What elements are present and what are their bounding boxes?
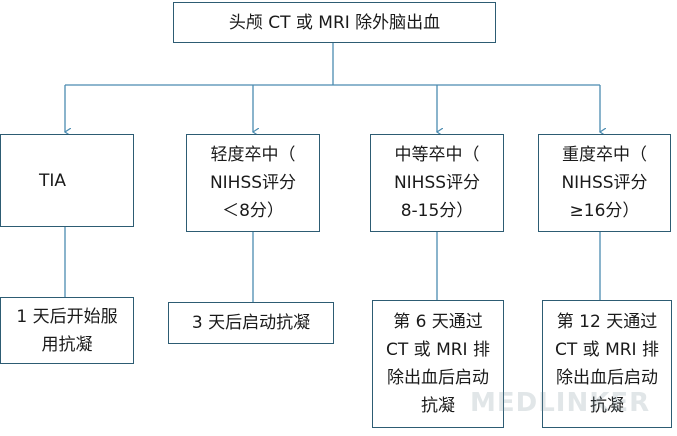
category-mild-box: 轻度卒中（ NIHSS评分 ＜8分） <box>186 134 320 232</box>
outcome-severe-line-4: 抗凝 <box>590 396 624 416</box>
outcome-moderate-line-3: 除出血后启动 <box>387 368 489 388</box>
watermark-logo: MEDLINKER <box>470 388 650 418</box>
category-severe-line-3: ≥16分） <box>569 201 640 221</box>
outcome-tia-line-1: 1 天后开始服 <box>16 306 118 327</box>
outcome-moderate-line-1: 第 6 天通过 <box>393 312 483 332</box>
outcome-severe-line-3: 除出血后启动 <box>556 368 658 388</box>
category-severe-line-1: 重度卒中（ <box>561 145 647 165</box>
category-severe-box: 重度卒中（ NIHSS评分 ≥16分） <box>538 134 671 232</box>
category-moderate-line-2: NIHSS评分 <box>393 173 481 193</box>
outcome-severe-box: 第 12 天通过 CT 或 MRI 排 除出血后启动 抗凝 <box>542 300 672 428</box>
watermark-text: MEDLINKER <box>470 388 651 418</box>
category-moderate-line-1: 中等卒中（ <box>394 145 480 165</box>
outcome-tia-box: 1 天后开始服 用抗凝 <box>0 297 134 364</box>
category-severe-line-2: NIHSS评分 <box>561 173 648 193</box>
outcome-moderate-box: 第 6 天通过 CT 或 MRI 排 除出血后启动 抗凝 <box>372 300 504 428</box>
root-label: 头颅 CT 或 MRI 除外脑出血 <box>228 12 441 33</box>
category-tia-line-1: TIA <box>39 170 67 191</box>
category-mild-line-2: NIHSS评分 <box>209 173 297 193</box>
category-moderate-box: 中等卒中（ NIHSS评分 8-15分） <box>370 134 504 232</box>
outcome-severe-line-1: 第 12 天通过 <box>556 312 658 332</box>
category-mild-line-3: ＜8分） <box>222 201 284 221</box>
category-moderate-line-3: 8-15分） <box>400 201 474 221</box>
category-mild-line-1: 轻度卒中（ <box>210 145 296 165</box>
outcome-moderate-line-4: 抗凝 <box>421 396 455 416</box>
root-box: 头颅 CT 或 MRI 除外脑出血 <box>173 2 496 43</box>
outcome-severe-line-2: CT 或 MRI 排 <box>555 340 659 360</box>
category-tia-box: TIA <box>0 134 134 227</box>
outcome-mild-line-1: 3 天后启动抗凝 <box>191 313 311 333</box>
outcome-mild-box: 3 天后启动抗凝 <box>168 302 334 344</box>
outcome-tia-line-2: 用抗凝 <box>41 334 93 355</box>
outcome-moderate-line-2: CT 或 MRI 排 <box>386 340 490 360</box>
